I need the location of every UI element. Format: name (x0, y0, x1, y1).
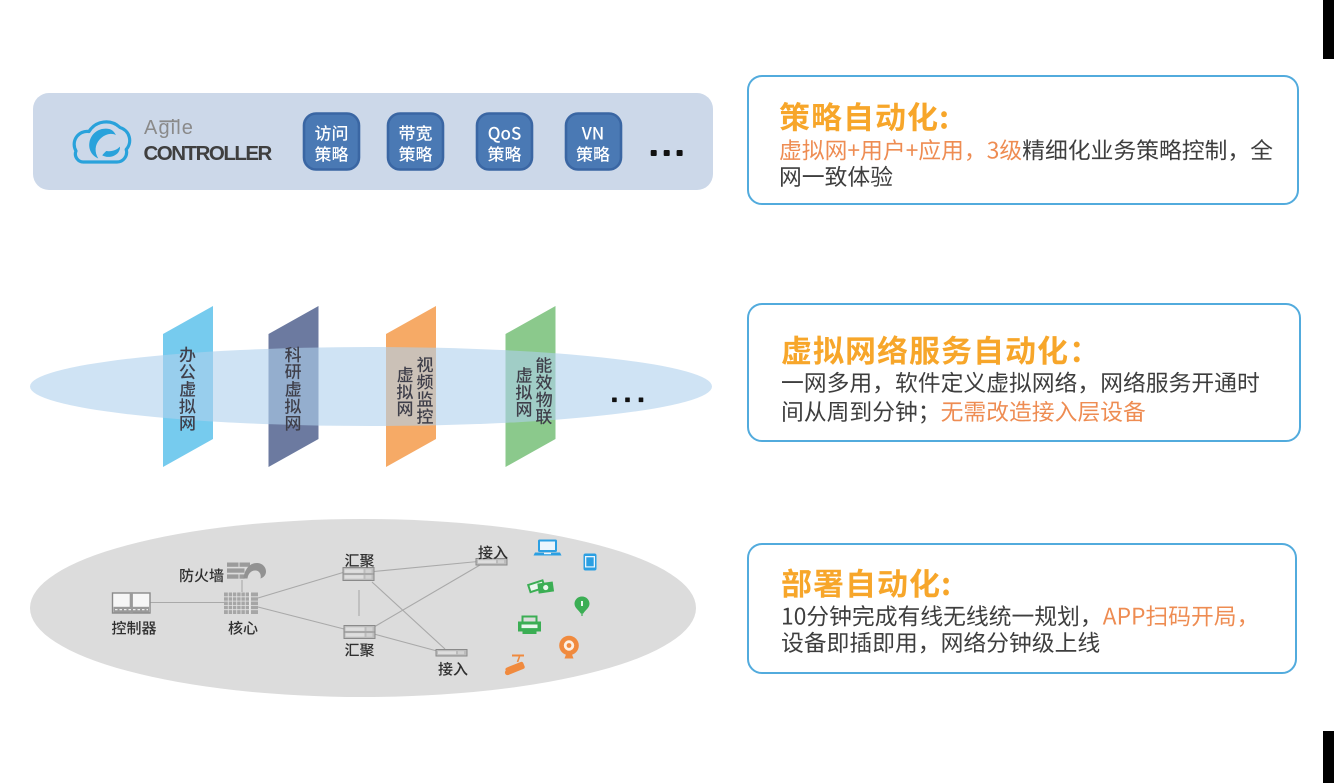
svg-text:CONTROLLER: CONTROLLER (144, 142, 273, 165)
svg-text:Agile: Agile (144, 117, 194, 139)
